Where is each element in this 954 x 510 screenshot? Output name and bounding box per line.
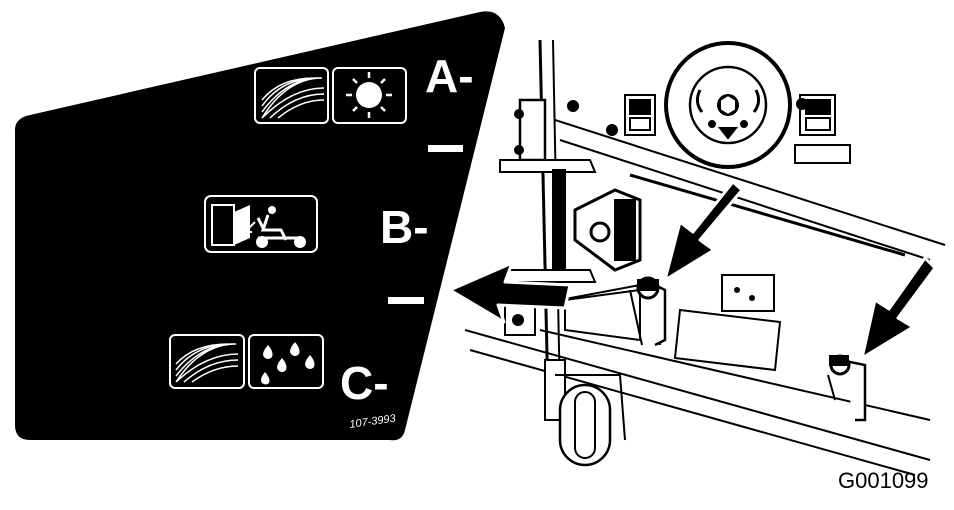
arrows	[448, 180, 937, 360]
raindrops-icon	[248, 334, 324, 389]
arrow-down-left-1-icon	[663, 180, 744, 282]
wet-grass-icon	[169, 334, 245, 389]
mower-deck-illustration	[464, 39, 946, 476]
tick-1	[428, 145, 463, 152]
label-a: A-	[425, 50, 474, 102]
sun-icon	[332, 67, 407, 124]
label-b: B-	[380, 201, 429, 253]
label-c: C-	[340, 357, 389, 409]
tick-2	[388, 297, 424, 304]
arrow-outward-icon	[448, 261, 572, 324]
dry-grass-icon	[254, 67, 329, 124]
figure-id: G001099	[838, 468, 929, 493]
height-decal: A- B- C- 107-3993	[15, 11, 505, 441]
arrow-down-left-2-icon	[860, 256, 937, 360]
operator-manual-icon	[204, 195, 318, 253]
